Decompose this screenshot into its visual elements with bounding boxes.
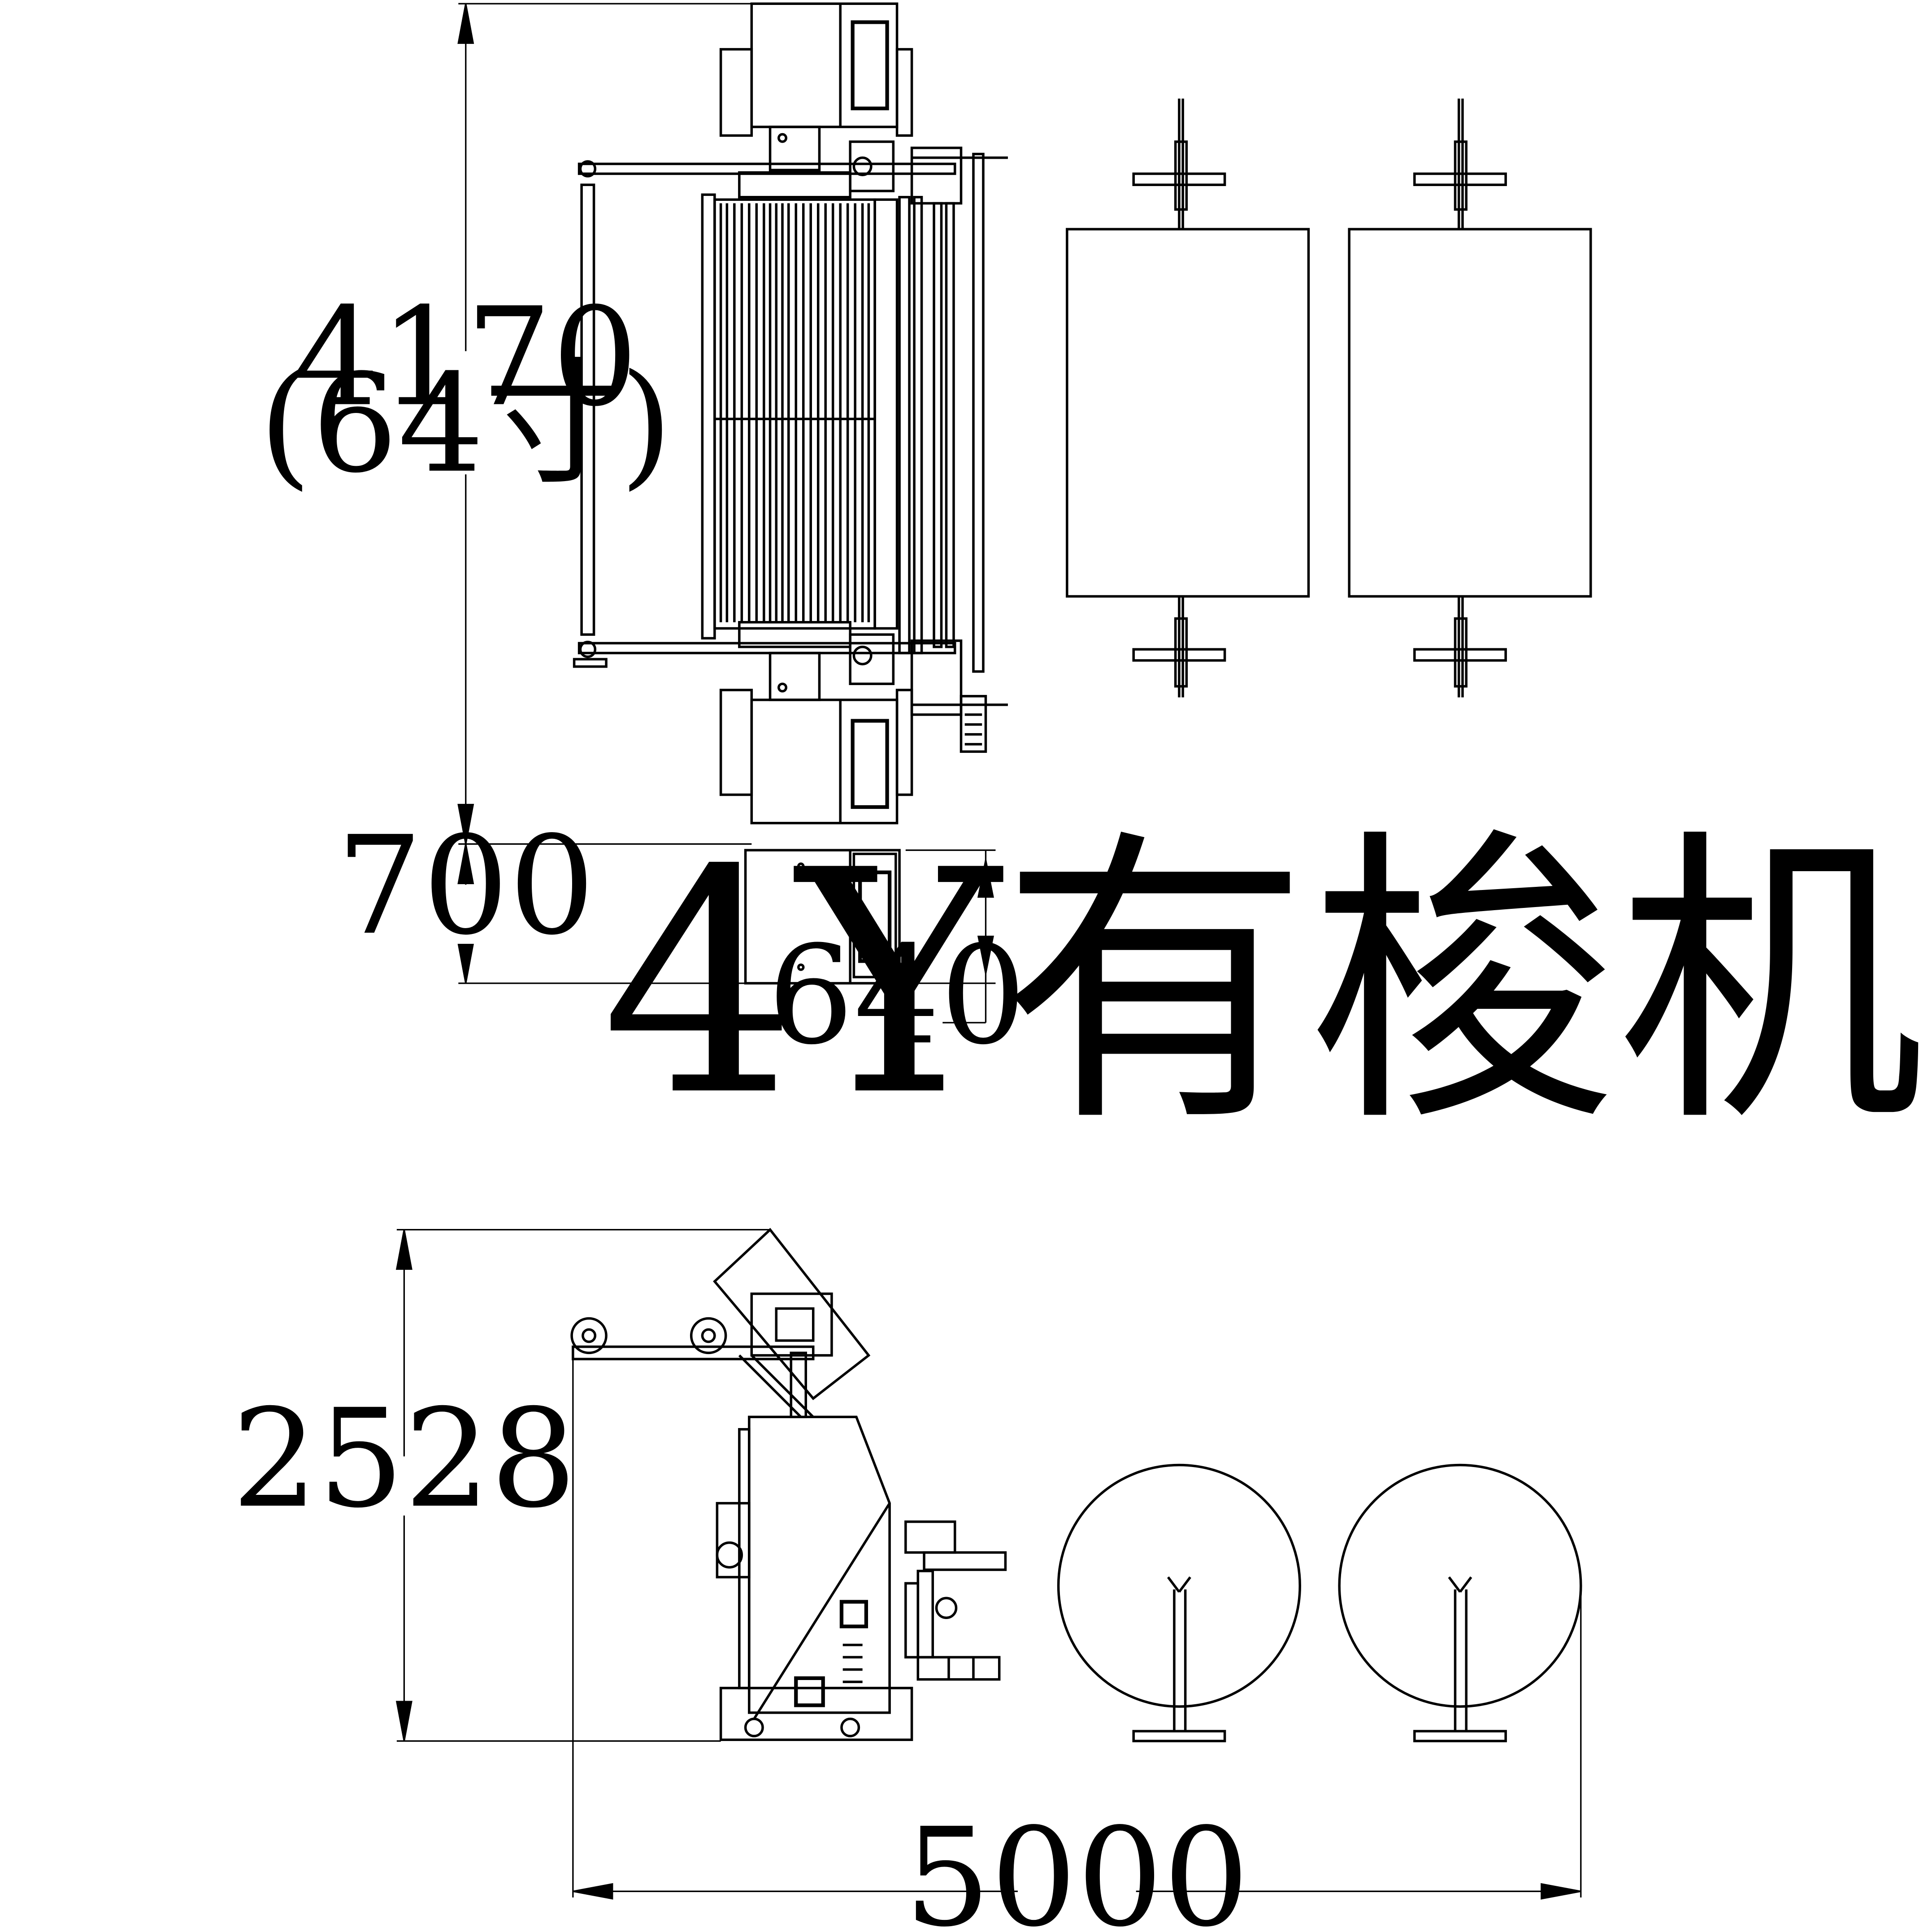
dim-side-height: 2528 (232, 1380, 577, 1538)
dim-top-height: 4170 (293, 278, 638, 436)
dim-box-height: 700 (336, 807, 595, 965)
side-dimension-lines (395, 1229, 1582, 1900)
dim-total-length: 5000 (904, 1799, 1249, 1932)
side-view (570, 1228, 1582, 1742)
drawing-title: 4Y有梭机 (601, 805, 1925, 1164)
dim-top-height-note: (64寸) (259, 345, 673, 503)
top-view (573, 2, 1592, 985)
dim-box-width: 640 (768, 917, 1026, 1075)
